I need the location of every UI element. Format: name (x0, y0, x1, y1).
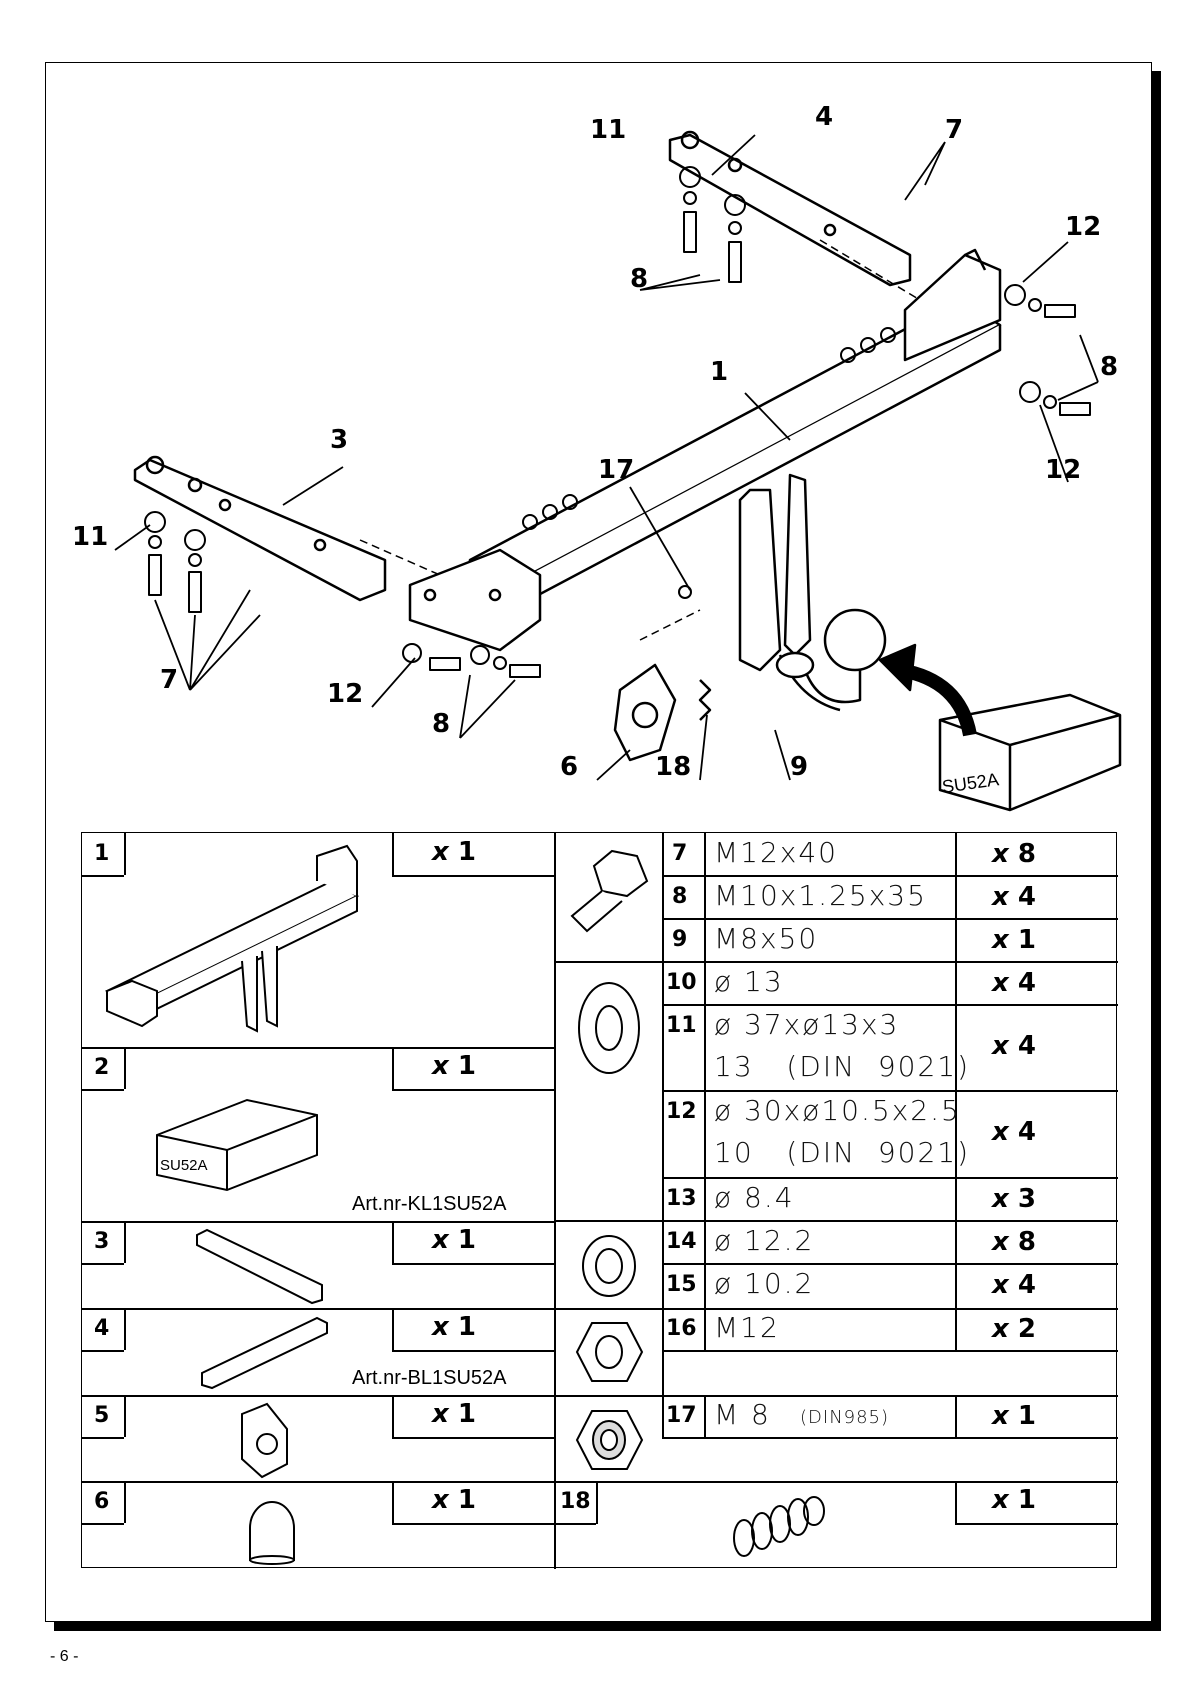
part-desc-11-line1: ø 37xø13x3 (714, 1008, 900, 1041)
parts-table: 1 x 1 2 x 1 SU52A Art.nr-KL1SU52A 3 x 1 … (81, 832, 1118, 1569)
hex-nut-icon (575, 1322, 644, 1382)
part-qty-8: x 4 (992, 882, 1036, 912)
part-number-8: 8 (672, 884, 688, 909)
part-qty-12: x 4 (992, 1117, 1036, 1147)
part-number-5: 5 (94, 1403, 110, 1428)
article-number-kit: Art.nr-KL1SU52A (352, 1193, 507, 1215)
part-number-6: 6 (94, 1489, 110, 1514)
part-desc-17-standard: (DIN985) (800, 1407, 890, 1428)
part-number-10: 10 (666, 970, 697, 995)
callout-12-top: 12 (1065, 212, 1101, 242)
exploded-assembly-diagram: 11 4 7 8 12 8 12 1 3 17 11 7 12 8 6 18 9… (72, 102, 1122, 812)
part-number-17: 17 (666, 1403, 697, 1428)
part-number-14: 14 (666, 1229, 697, 1254)
lock-nut-icon (575, 1410, 644, 1470)
callout-11-top: 11 (590, 115, 626, 145)
callout-17: 17 (598, 455, 634, 485)
part-qty-13: x 3 (992, 1184, 1036, 1214)
hex-bolt-icon (570, 849, 649, 933)
part-qty-7: x 8 (992, 839, 1036, 869)
part-qty-16: x 2 (992, 1314, 1036, 1344)
callout-8-left: 8 (432, 709, 450, 739)
part-qty-9: x 1 (992, 925, 1036, 955)
part-qty-1: x 1 (432, 837, 476, 867)
part-number-7: 7 (672, 841, 688, 866)
part-number-9: 9 (672, 927, 688, 952)
right-side-bracket-icon (201, 1316, 328, 1390)
part-qty-3: x 1 (432, 1225, 476, 1255)
part-number-15: 15 (666, 1272, 697, 1297)
part-number-13: 13 (666, 1186, 697, 1211)
part-desc-13: ø 8.4 (714, 1181, 795, 1214)
part-qty-17: x 1 (992, 1401, 1036, 1431)
callout-9: 9 (790, 752, 808, 782)
part-qty-18: x 1 (992, 1485, 1036, 1515)
article-number-brackets: Art.nr-BL1SU52A (352, 1367, 507, 1389)
part-desc-7: M12x40 (714, 836, 838, 869)
part-desc-12-line1: ø 30xø10.5x2.5 (714, 1094, 961, 1127)
towbar-crossbar-icon (104, 844, 360, 1033)
part-qty-6: x 1 (432, 1485, 476, 1515)
callout-12-left: 12 (327, 679, 363, 709)
part-number-11: 11 (666, 1013, 697, 1038)
part-desc-9: M8x50 (714, 922, 819, 955)
callout-1: 1 (710, 357, 728, 387)
callout-7-left: 7 (160, 665, 178, 695)
part-number-16: 16 (666, 1316, 697, 1341)
part-desc-10: ø 13 (714, 965, 784, 998)
callout-4: 4 (815, 102, 833, 132)
part-desc-8: M10x1.25x35 (714, 879, 927, 912)
callout-6: 6 (560, 752, 578, 782)
part-desc-12-line2: 10 (DIN 9021) (714, 1136, 970, 1169)
flat-washer-icon (578, 982, 640, 1074)
part-desc-16: M12 (714, 1311, 780, 1344)
callout-7-top: 7 (945, 115, 963, 145)
box-label-table: SU52A (160, 1157, 208, 1174)
callout-3: 3 (330, 425, 348, 455)
part-desc-17: M 8 (714, 1398, 771, 1431)
part-desc-14: ø 12.2 (714, 1224, 815, 1257)
part-qty-4: x 1 (432, 1312, 476, 1342)
left-side-bracket-icon (196, 1228, 323, 1305)
socket-plate-icon (241, 1402, 288, 1479)
spring-washer-icon (582, 1235, 636, 1297)
part-qty-2: x 1 (432, 1051, 476, 1081)
part-number-3: 3 (94, 1229, 110, 1254)
coil-spring-icon (733, 1496, 825, 1557)
part-desc-15: ø 10.2 (714, 1267, 815, 1300)
callout-12-right: 12 (1045, 455, 1081, 485)
part-number-4: 4 (94, 1316, 110, 1341)
part-qty-14: x 8 (992, 1227, 1036, 1257)
part-qty-15: x 4 (992, 1270, 1036, 1300)
part-number-2: 2 (94, 1055, 110, 1080)
mounting-kit-box-icon: SU52A (156, 1098, 318, 1192)
part-qty-11: x 4 (992, 1031, 1036, 1061)
part-number-1: 1 (94, 841, 110, 866)
callout-8-right: 8 (1100, 352, 1118, 382)
callout-8-top: 8 (630, 264, 648, 294)
ball-cap-icon (249, 1501, 295, 1565)
part-qty-5: x 1 (432, 1399, 476, 1429)
part-number-18: 18 (560, 1489, 591, 1514)
part-number-12: 12 (666, 1099, 697, 1124)
part-desc-11-line2: 13 (DIN 9021) (714, 1050, 970, 1083)
page-number: - 6 - (50, 1648, 79, 1665)
callout-18: 18 (655, 752, 691, 782)
part-qty-10: x 4 (992, 968, 1036, 998)
callout-11-left: 11 (72, 522, 108, 552)
